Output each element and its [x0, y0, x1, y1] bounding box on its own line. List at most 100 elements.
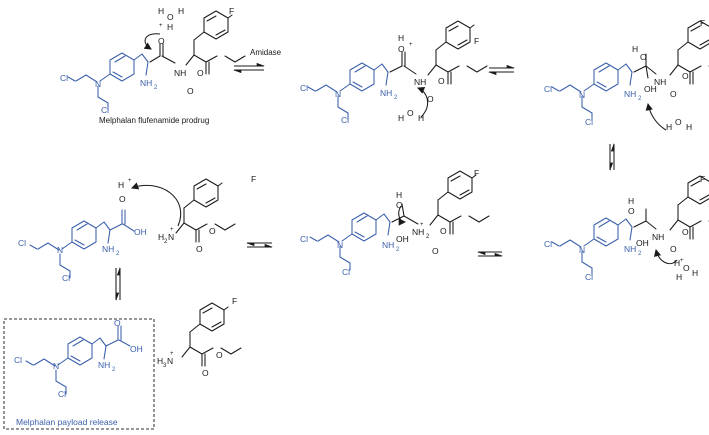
release-box — [3, 318, 155, 430]
atom-Cl: Cl — [300, 234, 308, 244]
atom-NH2: NH — [624, 244, 636, 254]
atom-H: H — [118, 180, 124, 190]
charge-plus: + — [680, 258, 684, 264]
atom-OH: OH — [134, 227, 147, 237]
atom-N: N — [168, 232, 174, 242]
atom-Cl: Cl — [585, 272, 593, 282]
atom-O: O — [427, 94, 434, 104]
atom-NH: NH — [414, 77, 426, 87]
atom-Cl: Cl — [342, 267, 350, 277]
atom-NH2: NH — [382, 240, 394, 250]
atom-NH2: NH — [380, 88, 392, 98]
atom-O: O — [209, 226, 216, 236]
atom-Cl: Cl — [58, 389, 66, 399]
atom-F: F — [229, 6, 234, 16]
subscript-2: 2 — [638, 96, 642, 102]
atom-H: H — [666, 122, 672, 132]
structure-prodrug — [67, 10, 246, 111]
atom-NH: NH — [652, 232, 664, 242]
atom-Cl: Cl — [62, 273, 70, 283]
charge-plus: + — [170, 351, 174, 357]
atom-H3N: H — [157, 356, 163, 366]
fragment-flufenamine — [181, 302, 242, 367]
atom-N: N — [167, 356, 173, 366]
atom-F: F — [474, 168, 479, 178]
release-caption: Melphalan payload release — [16, 417, 118, 427]
amidase-label: Amidase — [250, 48, 282, 57]
atom-O: O — [682, 227, 689, 237]
atom-H: H — [632, 44, 638, 54]
atom-Cl: Cl — [18, 238, 26, 248]
atom-Cl: Cl — [341, 115, 349, 125]
atom-H: H — [686, 122, 692, 132]
atom-N: N — [337, 240, 343, 250]
subscript-2: 2 — [116, 251, 120, 257]
atom-O: O — [197, 68, 204, 78]
subscript-3: 3 — [163, 363, 167, 369]
atom-O: O — [438, 76, 445, 86]
atom-O: O — [196, 244, 203, 254]
atom-N: N — [53, 361, 59, 371]
atom-Cl: Cl — [101, 105, 109, 115]
atom-H: H — [158, 6, 164, 16]
subscript-2: 2 — [112, 367, 116, 373]
atom-Cl: Cl — [14, 355, 22, 365]
atom-N: N — [335, 89, 341, 99]
atom-O: O — [187, 86, 194, 96]
atom-H: H — [628, 196, 634, 206]
subscript-2: 2 — [154, 85, 158, 91]
atom-F: F — [232, 296, 237, 306]
atom-NH2: NH — [102, 244, 114, 254]
atom-N: N — [579, 90, 585, 100]
atom-O: O — [682, 71, 689, 81]
atom-O: O — [670, 89, 677, 99]
atom-Cl: Cl — [544, 84, 552, 94]
atom-O: O — [398, 44, 405, 54]
atom-O: O — [396, 200, 403, 210]
atom-NH: NH — [654, 77, 666, 87]
atom-H: H — [398, 113, 404, 123]
atom-NH2: NH — [412, 227, 424, 237]
atom-OH: OH — [636, 238, 649, 248]
atom-O: O — [640, 52, 647, 62]
subscript-2: 2 — [396, 247, 400, 253]
subscript-2: 2 — [394, 95, 398, 101]
structure-collapse — [309, 170, 490, 271]
fragment-amine — [175, 178, 236, 243]
atom-OH: OH — [644, 84, 657, 94]
subscript-2: 2 — [426, 234, 430, 240]
structure-tetrahedral-1 — [551, 20, 709, 121]
structure-cleaved — [29, 209, 135, 279]
atom-F: F — [700, 174, 705, 184]
atom-NH2: NH — [140, 78, 152, 88]
atom-H: H — [676, 272, 682, 282]
atom-O: O — [683, 263, 690, 273]
structure-protonated — [307, 20, 488, 121]
charge-plus: + — [420, 222, 424, 228]
atom-O: O — [119, 194, 126, 204]
atom-F: F — [474, 36, 479, 46]
atom-NH2: NH — [624, 89, 636, 99]
atom-Cl: Cl — [60, 73, 68, 83]
atom-H: H — [692, 268, 698, 278]
charge-plus: + — [128, 178, 132, 184]
atom-H: H — [398, 33, 404, 43]
atom-Cl: Cl — [544, 239, 552, 249]
atom-O: O — [407, 108, 414, 118]
atom-O: O — [432, 246, 439, 256]
structure-melphalan — [25, 325, 131, 395]
atom-O: O — [440, 226, 447, 236]
atom-N: N — [579, 245, 585, 255]
subscript-2: 2 — [638, 251, 642, 257]
equilibrium-arrows — [115, 62, 615, 302]
atom-OH: OH — [396, 234, 409, 244]
prodrug-caption: Melphalan flufenamide prodrug — [99, 116, 209, 125]
atom-F: F — [700, 18, 705, 28]
atom-O: O — [670, 244, 677, 254]
atom-O: O — [158, 36, 165, 46]
atom-H: H — [418, 113, 424, 123]
atom-O: O — [167, 12, 174, 22]
atom-O: O — [216, 350, 223, 360]
atom-O: O — [628, 206, 635, 216]
